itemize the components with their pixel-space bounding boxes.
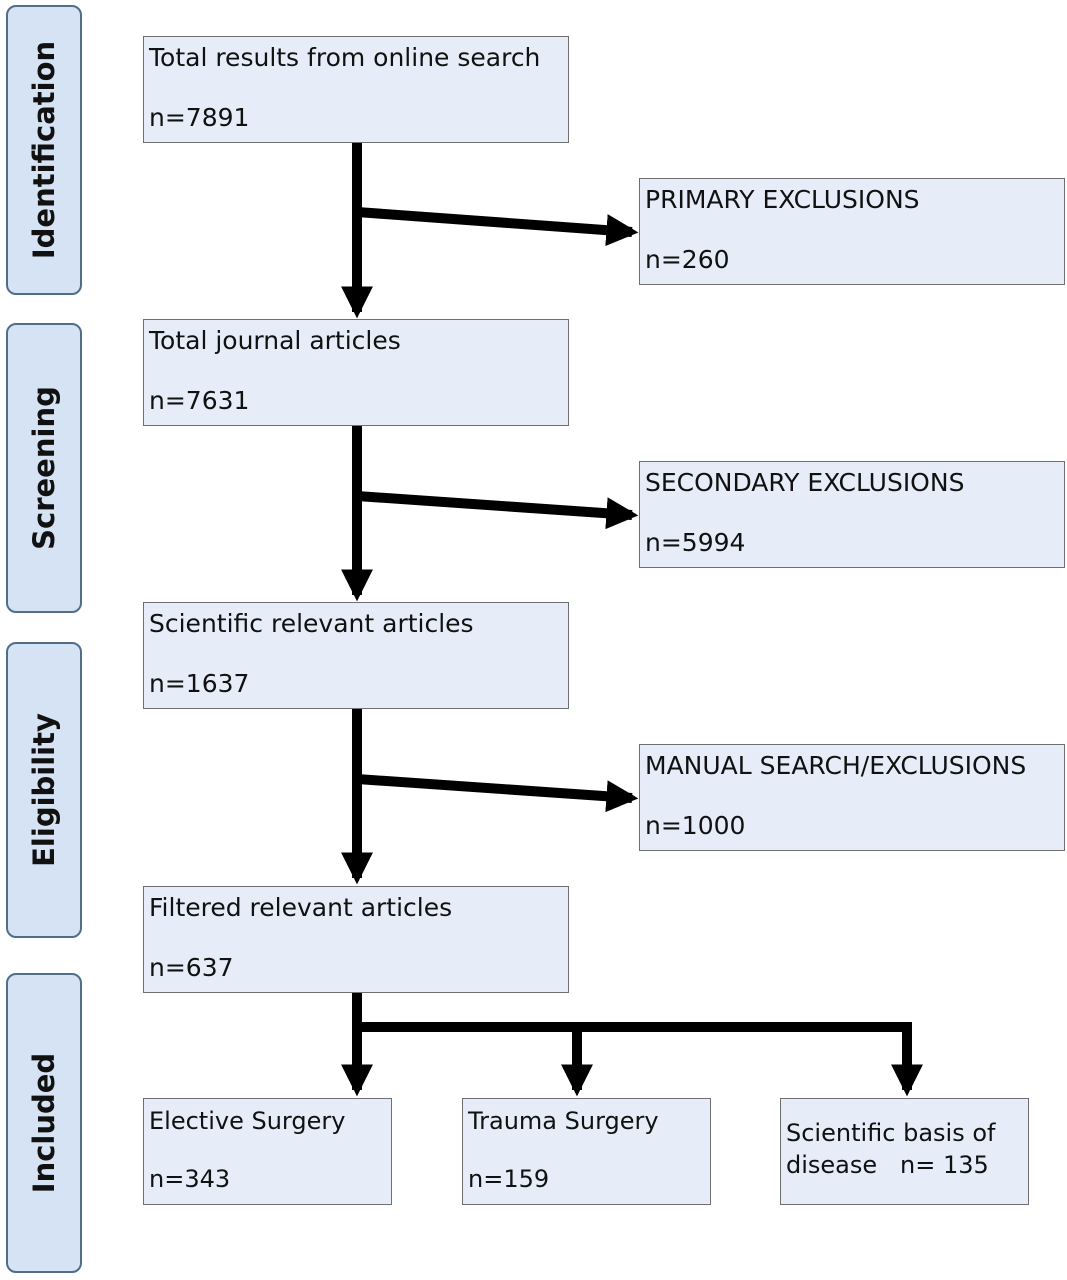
box-scientific-relevant-count: n=1637 — [149, 669, 250, 698]
arrow-exclusion-3 — [356, 774, 639, 813]
box-scientific-basis-title: Scientific basis of — [786, 1119, 996, 1147]
box-scientific-basis: Scientific basis of disease n= 135 — [780, 1098, 1029, 1205]
arrow-exclusion-1 — [356, 207, 639, 247]
box-total-results: Total results from online search n=7891 — [143, 36, 569, 143]
box-scientific-basis-count: disease n= 135 — [786, 1151, 989, 1179]
box-manual-exclusions: MANUAL SEARCH/EXCLUSIONS n=1000 — [639, 744, 1065, 851]
box-elective-surgery: Elective Surgery n=343 — [143, 1098, 392, 1205]
box-trauma-surgery: Trauma Surgery n=159 — [462, 1098, 711, 1205]
stage-identification: Identification — [6, 5, 82, 295]
arrow-exclusion-2 — [356, 491, 639, 530]
stage-eligibility: Eligibility — [6, 642, 82, 938]
box-elective-surgery-title: Elective Surgery — [149, 1107, 346, 1135]
box-secondary-exclusions-count: n=5994 — [645, 528, 746, 557]
box-filtered-relevant-count: n=637 — [149, 953, 234, 982]
box-secondary-exclusions: SECONDARY EXCLUSIONS n=5994 — [639, 461, 1065, 568]
box-elective-surgery-count: n=343 — [149, 1165, 231, 1193]
box-total-journal-articles: Total journal articles n=7631 — [143, 319, 569, 426]
box-trauma-surgery-title: Trauma Surgery — [468, 1107, 659, 1135]
box-total-journal-articles-count: n=7631 — [149, 386, 250, 415]
stage-included: Included — [6, 973, 82, 1273]
stage-screening: Screening — [6, 323, 82, 613]
box-total-results-count: n=7891 — [149, 103, 250, 132]
box-filtered-relevant-title: Filtered relevant articles — [149, 893, 453, 922]
box-manual-exclusions-title: MANUAL SEARCH/EXCLUSIONS — [645, 751, 1027, 780]
box-total-journal-articles-title: Total journal articles — [149, 326, 401, 355]
box-primary-exclusions: PRIMARY EXCLUSIONS n=260 — [639, 178, 1065, 285]
box-scientific-relevant-title: Scientific relevant articles — [149, 609, 474, 638]
box-trauma-surgery-count: n=159 — [468, 1165, 550, 1193]
box-total-results-title: Total results from online search — [149, 43, 541, 72]
box-scientific-relevant: Scientific relevant articles n=1637 — [143, 602, 569, 709]
box-primary-exclusions-count: n=260 — [645, 245, 730, 274]
box-manual-exclusions-count: n=1000 — [645, 811, 746, 840]
box-secondary-exclusions-title: SECONDARY EXCLUSIONS — [645, 468, 965, 497]
box-primary-exclusions-title: PRIMARY EXCLUSIONS — [645, 185, 920, 214]
box-filtered-relevant: Filtered relevant articles n=637 — [143, 886, 569, 993]
